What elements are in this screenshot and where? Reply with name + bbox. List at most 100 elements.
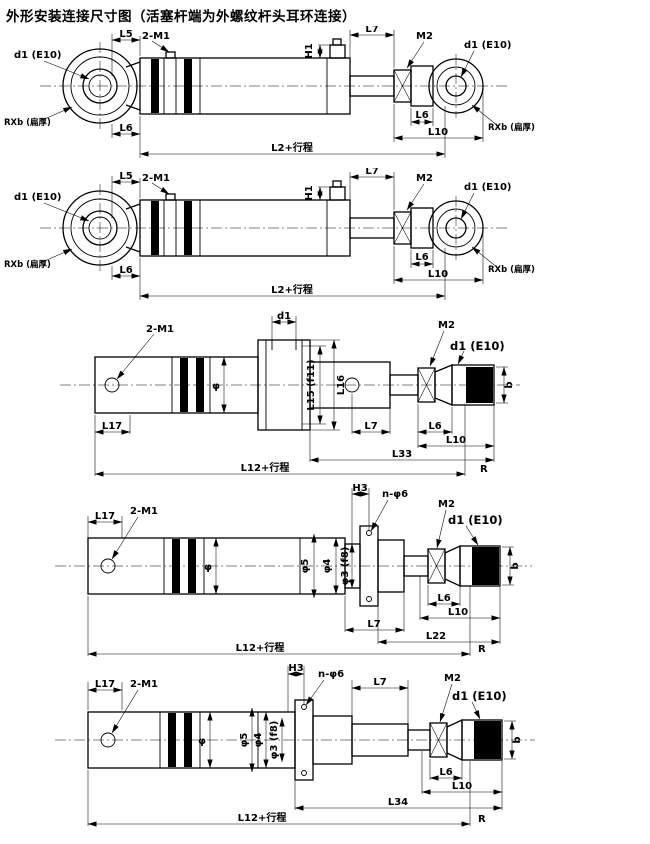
dim-label-l7: L7 xyxy=(364,421,377,432)
dim-label-l6-right: L6 xyxy=(415,252,428,263)
piston-rod-assembly xyxy=(389,364,495,406)
leader-n-phi6 xyxy=(370,499,389,532)
dim-label-d1-right: d1 (E10) xyxy=(464,182,512,193)
dim-label-l6-left: L6 xyxy=(119,265,132,276)
dim-label-phi3: φ3 (f8) xyxy=(269,721,280,760)
dim-label-l7: L7 xyxy=(365,168,378,177)
cylinder-geometry xyxy=(39,30,510,158)
cylinder-geometry xyxy=(60,316,520,477)
dim-label-m2: M2 xyxy=(444,673,461,684)
dim-label-l7: L7 xyxy=(373,677,386,688)
leader-d1-e10 xyxy=(471,701,481,720)
flange-bolt-hole xyxy=(301,770,307,776)
rear-eye-ring xyxy=(62,48,141,124)
piston-rod-assembly xyxy=(349,65,434,107)
leader-2-m1 xyxy=(111,689,139,734)
dim-label-l6: L6 xyxy=(428,421,441,432)
leader-rxb-right xyxy=(471,104,499,127)
dim-label-l6: L6 xyxy=(439,767,452,778)
dim-label-d1-left: d1 (E10) xyxy=(14,192,62,203)
dim-label-d1: d1 xyxy=(277,311,291,322)
leader-m2 xyxy=(439,683,453,723)
dim-label-l16: L16 xyxy=(336,375,347,395)
dim-label-l12-stroke: L12+行程 xyxy=(241,461,290,474)
leader-n-phi6 xyxy=(305,679,325,706)
view-4-labels: L17 2-M1 H3 n-φ6 M2 d1 (E10) φ φ5 φ4 φ3 … xyxy=(95,483,521,655)
dim-label-d1-left: d1 (E10) xyxy=(14,50,62,61)
dim-label-h3: H3 xyxy=(352,483,367,494)
piston-rod-assembly xyxy=(407,718,503,762)
view-2-rear-eye-cylinder: L5 2-M1 H1 L7 M2 d1 (E10) d1 (E10) RXb (… xyxy=(4,168,535,310)
dim-label-d1-right: d1 (E10) xyxy=(464,40,512,51)
dim-label-2-m1: 2-M1 xyxy=(142,173,170,184)
dimension-lines xyxy=(94,316,508,477)
dim-label-phi5: φ5 xyxy=(239,733,250,748)
threaded-rod-head xyxy=(472,547,499,585)
dim-label-l22: L22 xyxy=(426,631,446,642)
dim-label-h3: H3 xyxy=(288,663,303,674)
leader-m2 xyxy=(436,509,447,549)
cylinder-geometry-reused xyxy=(40,172,510,300)
dim-label-phi3: φ3 (f8) xyxy=(340,547,351,586)
dim-label-l5: L5 xyxy=(119,29,132,40)
dim-label-l33: L33 xyxy=(392,449,412,460)
dim-label-b: b xyxy=(512,736,523,743)
dim-label-rxb-left: RXb (扁厚) xyxy=(4,117,51,128)
dim-label-l10: L10 xyxy=(448,607,468,618)
rod-eye-ring xyxy=(428,58,484,114)
flange-bolt-holes xyxy=(271,340,297,350)
mount-hole xyxy=(344,377,360,393)
extension-lines xyxy=(111,30,484,158)
dim-label-d1-e10: d1 (E10) xyxy=(448,513,503,527)
dim-label-m2: M2 xyxy=(438,499,455,510)
dim-label-h1: H1 xyxy=(304,43,315,58)
dim-label-phi: φ xyxy=(198,736,206,747)
leader-rxb-left xyxy=(39,106,73,122)
dim-label-l6-left: L6 xyxy=(119,123,132,134)
flange-bolt-hole xyxy=(366,530,372,536)
dim-label-l12-stroke: L12+行程 xyxy=(238,811,287,824)
dim-label-n-phi6: n-φ6 xyxy=(382,489,408,500)
threaded-rod-head xyxy=(466,367,493,403)
threaded-rod-head xyxy=(474,721,501,759)
leader-d1-e10 xyxy=(457,350,465,365)
mount-hole xyxy=(100,558,116,574)
dim-label-r: R xyxy=(480,464,488,475)
dimension-lines xyxy=(87,666,516,827)
dim-label-b: b xyxy=(510,562,521,569)
dimension-lines xyxy=(39,30,499,158)
drawing-title: 外形安装连接尺寸图（活塞杆端为外螺纹杆头耳环连接） xyxy=(6,9,356,24)
view-3-labels: 2-M1 d1 M2 d1 (E10) φ L15 (f11) L16 L17 … xyxy=(102,311,515,475)
dim-label-l10: L10 xyxy=(452,781,472,792)
dim-label-phi: φ xyxy=(212,381,220,392)
dim-label-phi4: φ4 xyxy=(322,559,333,574)
dim-label-2-m1: 2-M1 xyxy=(130,679,158,690)
dim-label-n-phi6: n-φ6 xyxy=(318,669,344,680)
mount-hole xyxy=(104,377,120,393)
flange-bolt-hole xyxy=(366,596,372,602)
cylinder-body xyxy=(139,38,351,115)
dim-label-l5: L5 xyxy=(119,171,132,182)
leader-d1-left xyxy=(43,60,90,80)
cylinder-geometry xyxy=(55,488,532,657)
dim-label-d1-e10: d1 (E10) xyxy=(450,339,505,353)
flange-bolt-hole xyxy=(301,704,307,710)
dim-label-m2: M2 xyxy=(438,320,455,331)
dim-label-l34: L34 xyxy=(388,797,408,808)
dim-label-l17: L17 xyxy=(95,511,115,522)
dim-label-h1: H1 xyxy=(304,185,315,200)
dim-label-l10: L10 xyxy=(446,435,466,446)
dim-label-phi4: φ4 xyxy=(253,733,264,748)
dim-label-l2-stroke: L2+行程 xyxy=(271,283,313,296)
view-5-front-flange-long-cylinder: L17 2-M1 H3 n-φ6 L7 M2 d1 (E10) φ φ5 φ4 … xyxy=(55,663,535,827)
dim-label-d1-e10: d1 (E10) xyxy=(452,689,507,703)
cylinder-body xyxy=(94,356,259,414)
dim-label-l10: L10 xyxy=(428,127,448,138)
leader-2-m1 xyxy=(116,333,155,380)
view-5-labels: L17 2-M1 H3 n-φ6 L7 M2 d1 (E10) φ φ5 φ4 … xyxy=(95,663,523,825)
dim-label-l17: L17 xyxy=(95,679,115,690)
dim-label-l17: L17 xyxy=(102,421,122,432)
dim-label-l6-right: L6 xyxy=(415,110,428,121)
dim-label-rxb-right: RXb (扁厚) xyxy=(488,264,535,275)
